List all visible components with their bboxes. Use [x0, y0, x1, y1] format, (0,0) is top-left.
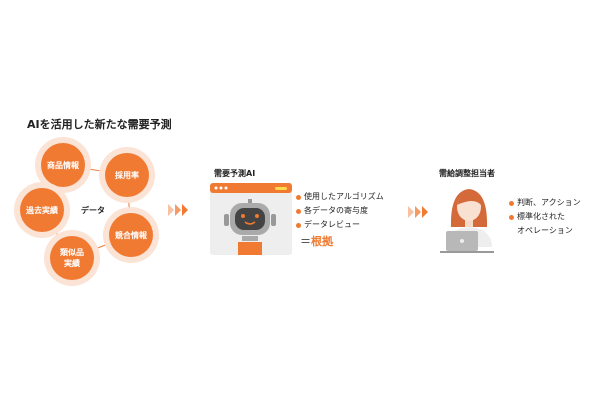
cycle-node-past-results: 過去実績 — [14, 182, 70, 238]
ai-bullet: 使用したアルゴリズム — [296, 190, 384, 204]
cycle-node-competitor-info: 競合情報 — [103, 207, 159, 263]
arrow-icon — [408, 206, 428, 218]
ai-bullet: データレビュー — [296, 218, 384, 232]
person-title: 需給調整担当者 — [439, 169, 495, 178]
equals-sign: ＝ — [300, 235, 311, 248]
cycle-node-product-info: 商品情報 — [35, 137, 91, 193]
person-bullet: 判断、アクション — [509, 196, 581, 210]
center-label: データ — [81, 205, 105, 215]
robot-window-illustration — [210, 183, 292, 255]
node-label: 過去実績 — [25, 205, 58, 215]
page-title: AIを活用した新たな需要予測 — [27, 118, 172, 131]
node-label: 採用率 — [115, 170, 139, 180]
node-label: 類似品 — [59, 247, 84, 257]
person-bullet-continuation: オペレーション — [517, 226, 573, 235]
ai-result: ＝根拠 — [300, 233, 333, 249]
ai-bullet: 各データの寄与度 — [296, 204, 384, 218]
node-label: 商品情報 — [47, 160, 80, 170]
arrow-icon — [168, 204, 188, 216]
result-label: 根拠 — [311, 235, 333, 248]
person-bullet: 標準化された — [509, 210, 581, 224]
person-illustration — [440, 189, 494, 253]
person-bullet-list: 判断、アクション 標準化された — [509, 196, 581, 224]
ai-bullet-list: 使用したアルゴリズム 各データの寄与度 データレビュー — [296, 190, 384, 232]
cycle-node-adoption-rate: 採用率 — [99, 147, 155, 203]
node-label: 実績 — [64, 258, 80, 268]
node-label: 競合情報 — [115, 230, 148, 240]
ai-title: 需要予測AI — [214, 169, 256, 178]
